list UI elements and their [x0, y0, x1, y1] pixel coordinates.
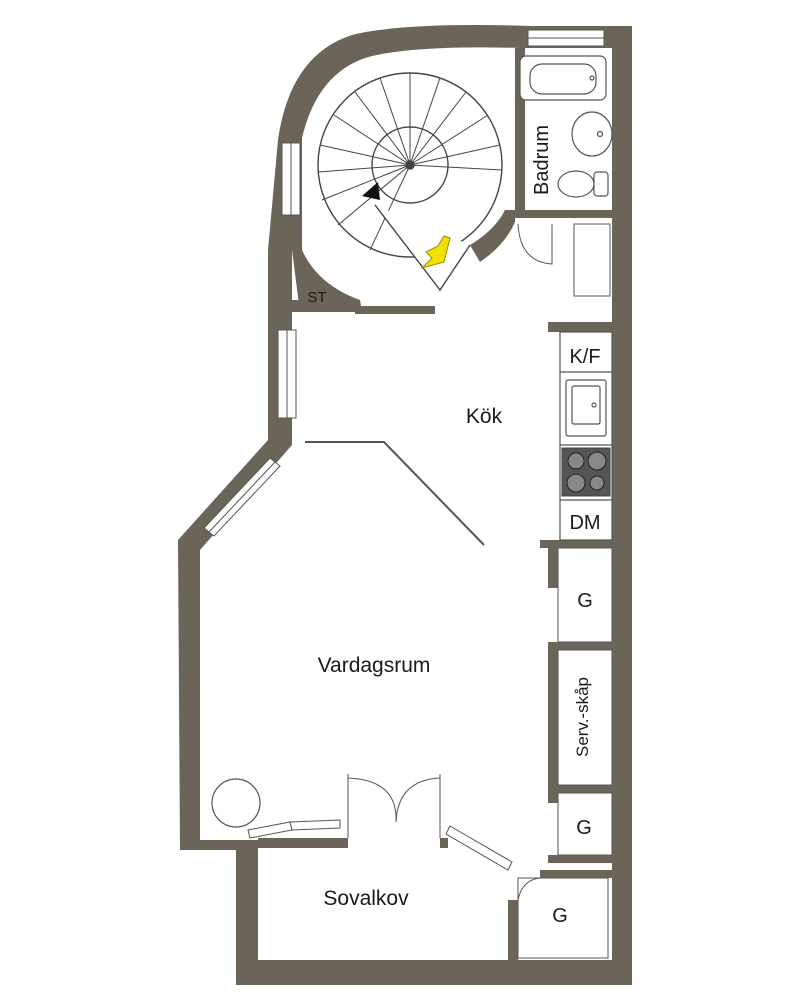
label-badrum: Badrum — [531, 125, 553, 195]
closet-door — [517, 877, 541, 901]
label-dm: DM — [569, 512, 600, 534]
stair-direction-arrow-icon — [362, 182, 380, 200]
windows — [203, 29, 605, 871]
label-kok: Kök — [466, 405, 503, 428]
label-closet-3: G — [552, 905, 568, 927]
double-door — [347, 774, 441, 838]
toilet — [557, 170, 609, 198]
location-arrow-icon — [420, 235, 451, 269]
spiral-staircase — [317, 72, 503, 292]
interior-walls — [258, 48, 612, 960]
stove — [561, 447, 611, 497]
label-serv-skap: Serv.-skåp — [573, 677, 592, 757]
label-vardagsrum: Vardagsrum — [318, 654, 431, 677]
wardrobe — [517, 223, 611, 297]
kitchen-divider-line — [305, 441, 485, 546]
bathtub — [519, 55, 607, 101]
label-closet-1: G — [577, 590, 593, 612]
tiled-stove — [211, 778, 261, 828]
sink-bathroom — [571, 111, 613, 157]
outer-wall — [178, 25, 632, 985]
label-closet-2: G — [576, 817, 592, 839]
label-st: ST — [307, 289, 326, 306]
kitchen-sink — [565, 379, 607, 437]
label-kf: K/F — [569, 346, 600, 368]
label-sovalkov: Sovalkov — [323, 887, 409, 910]
closets — [517, 547, 613, 959]
